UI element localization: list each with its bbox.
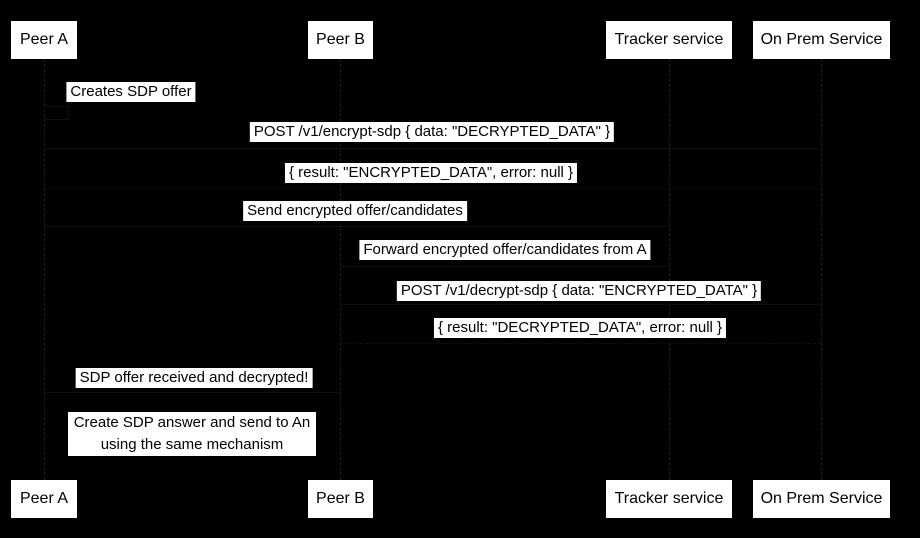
lifeline-on-prem-service [821, 59, 822, 480]
participant-label: Tracker service [614, 490, 724, 507]
participant-label: Peer B [316, 31, 365, 48]
participant-tracker-service-top: Tracker service [606, 21, 732, 59]
participant-peer-a-bottom: Peer A [11, 480, 77, 518]
participant-label: Peer A [19, 490, 69, 507]
participant-label: Peer A [19, 31, 69, 48]
participant-label: Tracker service [614, 31, 724, 48]
arrow-peer-a-to-tracker [44, 226, 669, 227]
arrow-on-prem-to-peer-a [44, 188, 821, 189]
participant-tracker-service-bottom: Tracker service [606, 480, 732, 518]
arrow-peer-a-to-on-prem [44, 148, 821, 149]
participant-label: On Prem Service [760, 490, 883, 507]
message-result-decrypted: { result: "DECRYPTED_DATA", error: null … [433, 318, 727, 338]
message-post-encrypt-sdp: POST /v1/encrypt-sdp { data: "DECRYPTED_… [249, 122, 615, 142]
lifeline-tracker-service [669, 59, 670, 480]
message-sdp-offer-received: SDP offer received and decrypted! [75, 368, 313, 388]
participant-label: Peer B [316, 490, 365, 507]
note-line-1: Create SDP answer and send to An [73, 414, 311, 431]
arrow-self-creates-sdp-offer [44, 106, 69, 120]
note-create-sdp-answer: Create SDP answer and send to An using t… [68, 412, 316, 456]
note-line-2: using the same mechanism [100, 436, 284, 453]
message-result-encrypted: { result: "ENCRYPTED_DATA", error: null … [284, 163, 578, 183]
lifeline-peer-a [44, 59, 45, 480]
arrow-peer-b-to-on-prem [340, 304, 821, 305]
arrow-on-prem-to-peer-b [340, 343, 821, 344]
arrow-peer-b-to-peer-a [44, 392, 340, 393]
message-send-encrypted-offer: Send encrypted offer/candidates [243, 201, 467, 221]
participant-on-prem-service-top: On Prem Service [753, 21, 890, 59]
participant-peer-a-top: Peer A [11, 21, 77, 59]
lifeline-peer-b [340, 59, 341, 480]
message-creates-sdp-offer: Creates SDP offer [66, 82, 196, 102]
participant-label: On Prem Service [760, 31, 883, 48]
participant-on-prem-service-bottom: On Prem Service [753, 480, 890, 518]
arrow-tracker-to-peer-b [340, 266, 669, 267]
participant-peer-b-top: Peer B [308, 21, 373, 59]
participant-peer-b-bottom: Peer B [308, 480, 373, 518]
message-forward-encrypted: Forward encrypted offer/candidates from … [359, 240, 651, 260]
message-post-decrypt-sdp: POST /v1/decrypt-sdp { data: "ENCRYPTED_… [396, 281, 762, 301]
